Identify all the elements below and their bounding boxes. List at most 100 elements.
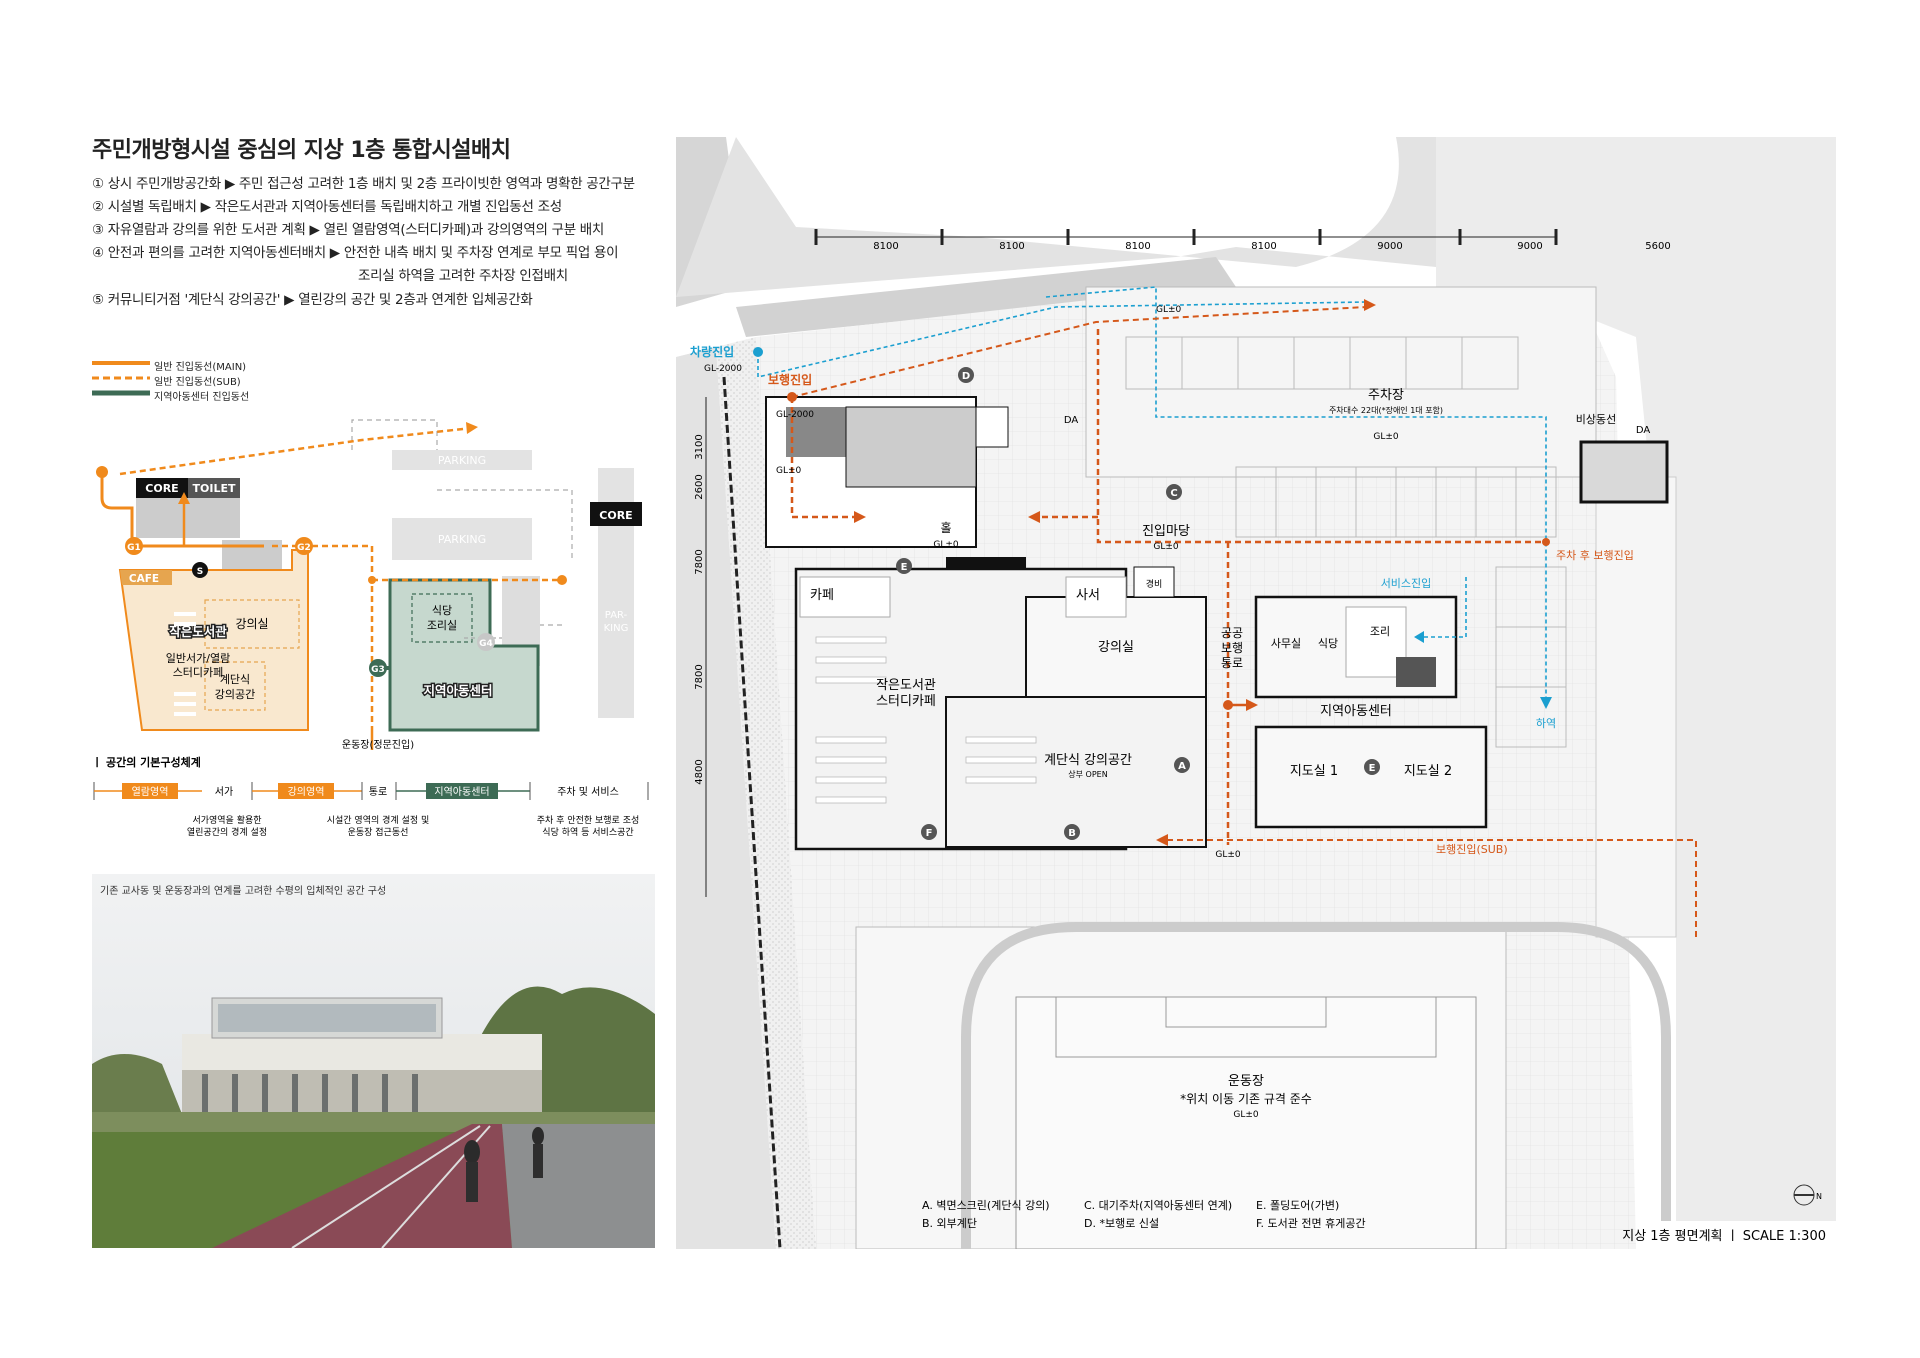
library-label: 작은도서관 (169, 624, 227, 639)
stair-lecture-label-1: 계단식 (220, 673, 250, 686)
vdim-1: 3100 (694, 434, 705, 459)
mark-a: A (1178, 761, 1186, 772)
note-c: C. 대기주차(지역아동센터 연계) (1084, 1199, 1232, 1212)
core-block-2 (590, 502, 642, 526)
ped-sub-label: 보행진입(SUB) (1436, 843, 1508, 856)
field-entry-label: 운동장(정문진입) (342, 738, 414, 751)
room2-label: 지도실 2 (1404, 764, 1452, 779)
toilet-block (188, 478, 240, 498)
desc-5: ⑤ 커뮤니티거점 '계단식 강의공간' ▶ 열린강의 공간 및 2층과 연계한 … (92, 292, 533, 308)
perspective-render (92, 874, 655, 1248)
dim-2: 8100 (999, 241, 1024, 252)
g4-marker (477, 633, 495, 651)
library-sub-2: 스터디카페 (173, 666, 224, 679)
cafe-label: CAFE (129, 573, 159, 585)
vdim-2: 2600 (694, 474, 705, 499)
parking-label-3b: KING (604, 623, 629, 634)
library-label-1: 작은도서관 (876, 678, 936, 693)
note-e: E. 폴딩도어(가변) (1256, 1199, 1339, 1212)
g1-marker (125, 537, 143, 555)
parking-label: 주차장 (1368, 388, 1404, 403)
g4-label: G4 (479, 639, 493, 649)
hall-gl-label: GL±0 (933, 540, 959, 550)
office-label: 사무실 (1271, 637, 1301, 650)
mark-c: C (1170, 488, 1177, 499)
desc-3: ③ 자유열람과 강의를 위한 도서관 계획 ▶ 열린 열람영역(스터디카페)과 … (92, 222, 605, 238)
note-a: A. 벽면스크린(계단식 강의) (922, 1199, 1050, 1212)
render-caption: 기존 교사동 및 운동장과의 연계를 고려한 수평의 입체적인 공간 구성 (100, 886, 387, 897)
g1-label: G1 (127, 543, 141, 553)
note2-b: 운동장 접근동선 (348, 826, 409, 838)
children-label: 지역아동센터 (423, 683, 492, 698)
stair-lecture-box (204, 661, 266, 711)
note1-b: 열린공간의 경계 설정 (187, 826, 267, 838)
stair-open-label: 상부 OPEN (1068, 769, 1107, 779)
stair-lecture-label: 계단식 강의공간 (1044, 753, 1132, 768)
parking-note: 주차대수 22대(*장애인 1대 포함) (1329, 405, 1443, 415)
bottom-label: 지상 1층 평면계획 ㅣ SCALE 1:300 (1622, 1229, 1826, 1244)
shelf-label: 서가 (215, 786, 233, 798)
lecture-area-label: 강의영역 (288, 786, 325, 798)
desc-2: ② 시설별 독립배치 ▶ 작은도서관과 지역아동센터를 독립배치하고 개별 진입… (92, 199, 562, 215)
note2-a: 시설간 영역의 경계 설정 및 (327, 814, 430, 826)
reading-label: 열람영역 (132, 785, 169, 798)
corridor-label: 통로 (369, 786, 387, 798)
da-label-2: DA (1636, 425, 1651, 436)
cafe-block (120, 570, 172, 585)
cafe-label: 카페 (810, 588, 834, 603)
page-title: 주민개방형시설 중심의 지상 1층 통합시설배치 (92, 138, 511, 163)
note-f: F. 도서관 전면 휴게공간 (1256, 1217, 1366, 1230)
parking-label-1: PARKING (438, 454, 486, 467)
gl-m2000-label: GL-2000 (776, 410, 814, 420)
legend-child: 지역아동센터 진입동선 (154, 392, 250, 403)
library-sub-1: 일반서가/열람 (166, 651, 230, 665)
note-b: B. 외부계단 (922, 1217, 977, 1230)
children-block (388, 578, 540, 732)
kitchen-box (411, 593, 473, 643)
g3-label: G3 (371, 665, 385, 675)
vdim-5: 4800 (694, 759, 705, 784)
g3-marker (369, 659, 387, 677)
children-label: 지역아동센터 (1320, 704, 1392, 719)
core-block (136, 478, 188, 498)
s-marker (192, 562, 208, 578)
parking-label-3: PAR- (605, 610, 628, 621)
note3-a: 주차 후 안전한 보행로 조성 (537, 814, 640, 826)
core-lower (136, 498, 240, 538)
parking-block-1 (392, 450, 532, 470)
north-label: N (1816, 1192, 1822, 1201)
desc-4b: 조리실 하역을 고려한 주차장 인접배치 (358, 268, 568, 284)
dim-5: 9000 (1377, 241, 1402, 252)
floor-plan: 8100 8100 8100 8100 9000 9000 5600 3100 … (676, 137, 1836, 1249)
children-area-label: 지역아동센터 (434, 786, 489, 798)
gl0a-label: GL±0 (776, 466, 802, 476)
dim-7: 5600 (1645, 241, 1670, 252)
note-d: D. *보행로 신설 (1084, 1217, 1159, 1230)
toilet-label: TOILET (193, 482, 236, 495)
public-path-1: 공공 (1221, 626, 1243, 640)
after-park-label: 주차 후 보행진입 (1556, 549, 1634, 562)
dining-label: 식당 (1318, 637, 1338, 650)
mark-d: D (962, 371, 970, 382)
da-label-1: DA (1064, 415, 1079, 426)
space-system: ㅣ 공간의 기본구성체계 열람영역 서가 강의영역 통로 지역아동센터 주차 및… (92, 755, 649, 838)
legend-main: 일반 진입동선(MAIN) (154, 362, 247, 373)
note1-a: 서가영역을 활용한 (192, 814, 261, 826)
unload-label: 하역 (1536, 716, 1556, 730)
parking-label-2: PARKING (438, 533, 486, 546)
vdim-4: 7800 (694, 664, 705, 689)
car-entry-label: 차량진입 (690, 344, 734, 359)
public-path-3: 통로 (1221, 656, 1243, 670)
entry-yard-label: 진입마당 (1142, 524, 1190, 539)
public-path-2: 보행 (1221, 640, 1243, 655)
s-label: S (197, 567, 203, 577)
hall-label: 홀 (940, 521, 951, 535)
field-note: *위치 이동 기존 규격 준수 (1180, 1092, 1312, 1106)
entry-gl-label: GL±0 (1153, 542, 1179, 552)
dim-6: 9000 (1517, 241, 1542, 252)
stair-lecture-label-2: 강의공간 (215, 688, 255, 701)
legend-sub: 일반 진입동선(SUB) (154, 377, 241, 388)
dim-4: 8100 (1251, 241, 1276, 252)
ped-entry-label: 보행진입 (768, 372, 812, 387)
legend-lines (92, 361, 150, 396)
